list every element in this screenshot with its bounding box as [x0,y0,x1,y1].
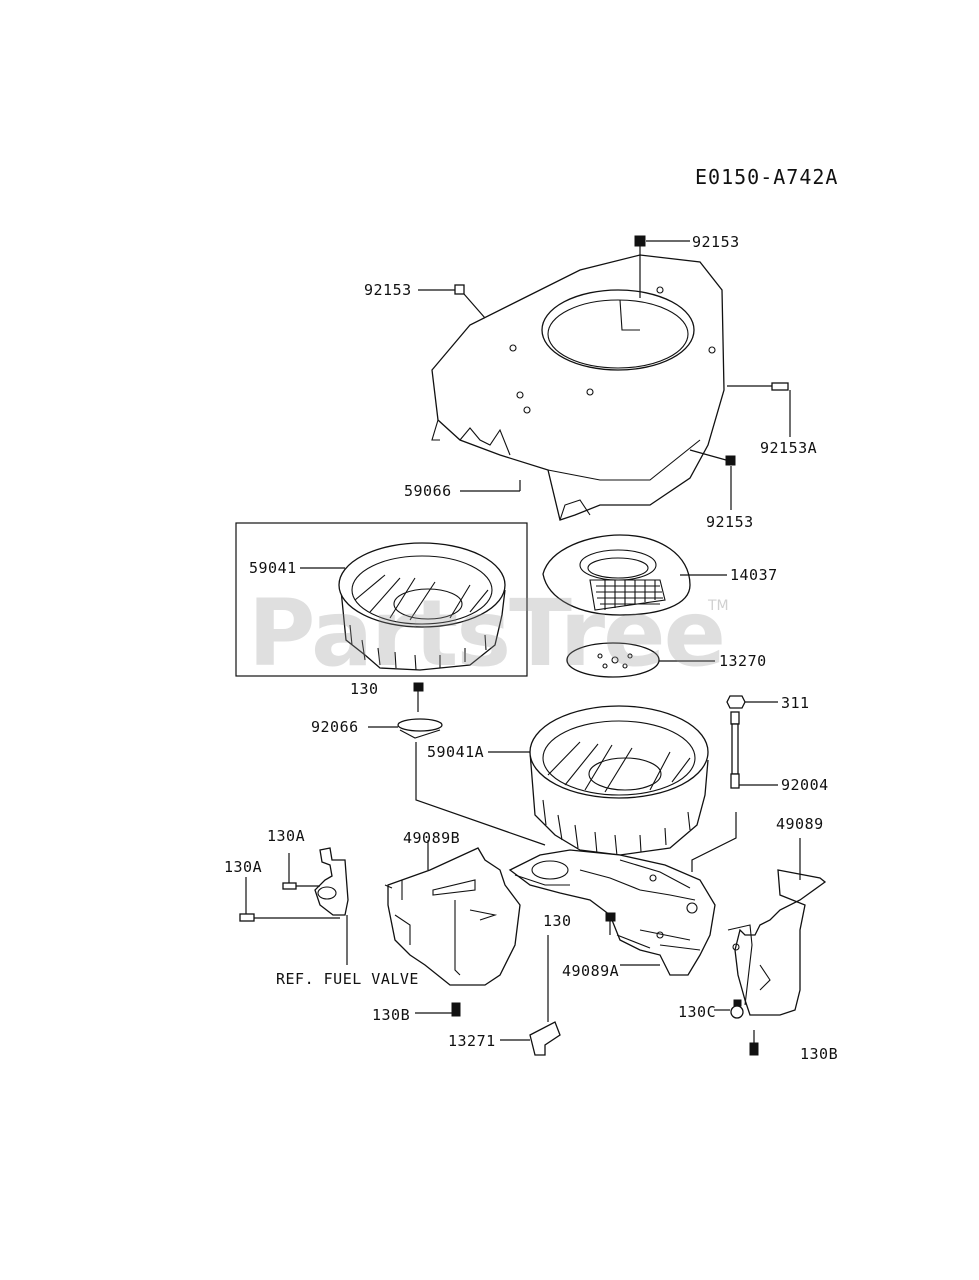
label-130B-right: 130B [800,1045,839,1063]
label-14037: 14037 [730,566,778,584]
cooling-fan-59041A [415,705,709,857]
clip-13271 [500,935,561,1056]
label-59041: 59041 [249,559,297,577]
bolt-92153-left [418,284,486,319]
label-130C: 130C [678,1003,717,1021]
cooling-fan-59041 [300,542,506,671]
baffle-49089B [384,840,521,986]
bolt-92153-top [634,235,690,298]
baffle-49089 [727,838,827,1016]
bolt-92153-right [689,449,736,510]
label-59041A: 59041A [427,743,485,761]
stud-92004 [691,711,778,872]
bolt-130-and-washer-92066 [368,682,443,739]
label-92153-left: 92153 [364,281,412,299]
rotating-screen-14037 [542,534,727,616]
bolt-130B-right [749,1030,759,1056]
fan-option-box [235,522,528,677]
fuel-valve-bracket [239,847,349,965]
label-130-mid: 130 [543,912,572,930]
diagram-code: E0150-A742A [695,165,839,189]
label-13271: 13271 [448,1032,496,1050]
watermark: PartsTree [248,580,726,687]
label-92004: 92004 [781,776,829,794]
bolt-92153A [727,382,791,437]
label-92066: 92066 [311,718,359,736]
plate-13270 [566,642,715,678]
label-130A-a: 130A [267,827,306,845]
watermark-trademark: TM [708,598,729,614]
label-311: 311 [781,694,810,712]
blower-housing-59066 [431,254,725,521]
bolt-130-lower [605,912,651,949]
label-130A-b: 130A [224,858,263,876]
label-ref-fuel-valve: REF. FUEL VALVE [276,970,419,988]
label-92153-top: 92153 [692,233,740,251]
label-59066: 59066 [404,482,452,500]
label-49089: 49089 [776,815,824,833]
label-49089B: 49089B [403,829,461,847]
label-92153A: 92153A [760,439,818,457]
label-130-box: 130 [350,680,379,698]
bolt-130C [714,999,744,1019]
nut-311 [726,695,778,709]
bolt-130B-left [415,1002,461,1017]
label-13270: 13270 [719,652,767,670]
label-92153-right: 92153 [706,513,754,531]
label-49089A: 49089A [562,962,620,980]
label-130B-left: 130B [372,1006,411,1024]
